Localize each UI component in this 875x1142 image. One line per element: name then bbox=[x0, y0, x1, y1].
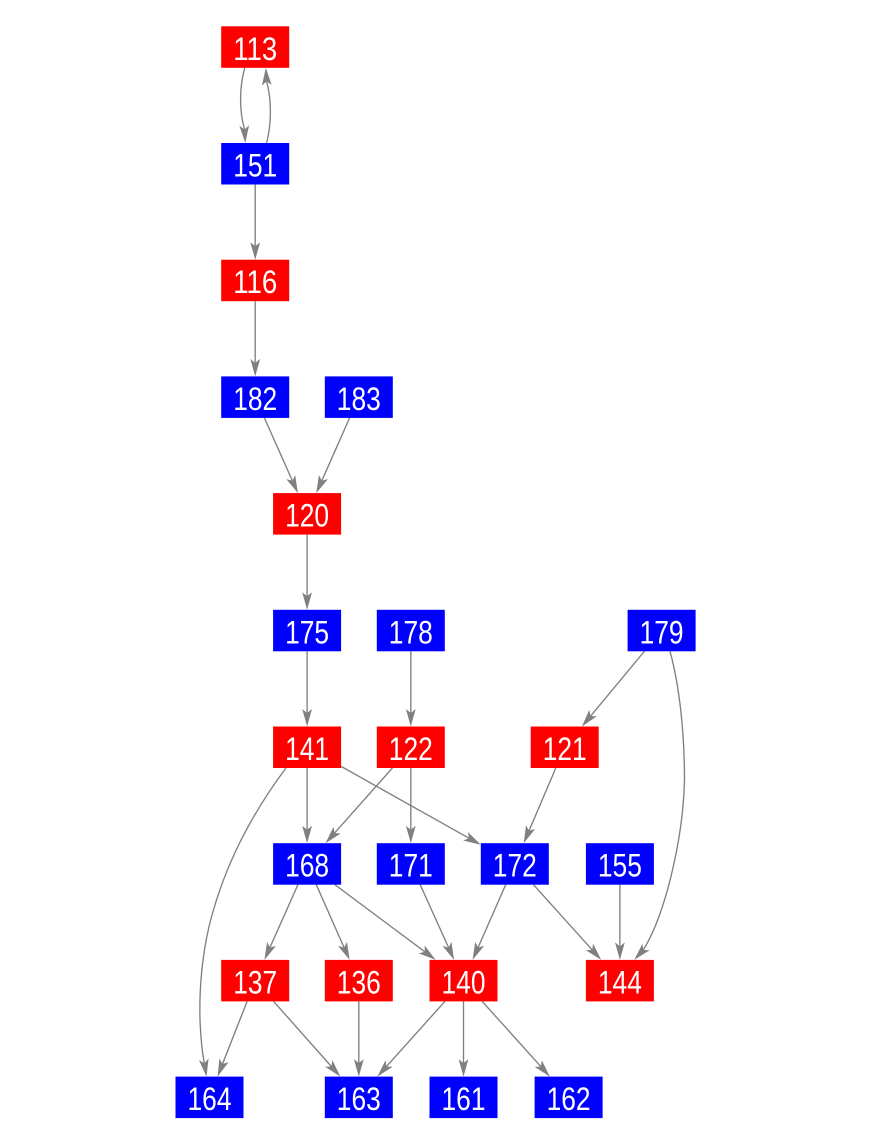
svg-text:120: 120 bbox=[285, 498, 329, 534]
svg-text:179: 179 bbox=[640, 614, 684, 650]
svg-text:113: 113 bbox=[233, 31, 277, 67]
svg-text:151: 151 bbox=[233, 148, 277, 184]
svg-text:178: 178 bbox=[389, 614, 433, 650]
svg-text:163: 163 bbox=[337, 1081, 381, 1117]
svg-text:162: 162 bbox=[547, 1081, 591, 1117]
svg-text:121: 121 bbox=[543, 731, 587, 767]
svg-text:137: 137 bbox=[233, 964, 277, 1000]
svg-text:161: 161 bbox=[442, 1081, 486, 1117]
svg-text:175: 175 bbox=[285, 614, 329, 650]
svg-text:140: 140 bbox=[442, 964, 486, 1000]
svg-text:136: 136 bbox=[337, 964, 381, 1000]
svg-text:183: 183 bbox=[337, 381, 381, 417]
svg-text:172: 172 bbox=[493, 848, 537, 884]
svg-text:171: 171 bbox=[389, 848, 433, 884]
svg-text:122: 122 bbox=[389, 731, 433, 767]
svg-text:144: 144 bbox=[598, 964, 642, 1000]
svg-text:168: 168 bbox=[285, 848, 329, 884]
svg-text:141: 141 bbox=[285, 731, 329, 767]
svg-text:116: 116 bbox=[233, 264, 277, 300]
svg-text:182: 182 bbox=[233, 381, 277, 417]
svg-text:155: 155 bbox=[598, 848, 642, 884]
svg-text:164: 164 bbox=[188, 1081, 232, 1117]
